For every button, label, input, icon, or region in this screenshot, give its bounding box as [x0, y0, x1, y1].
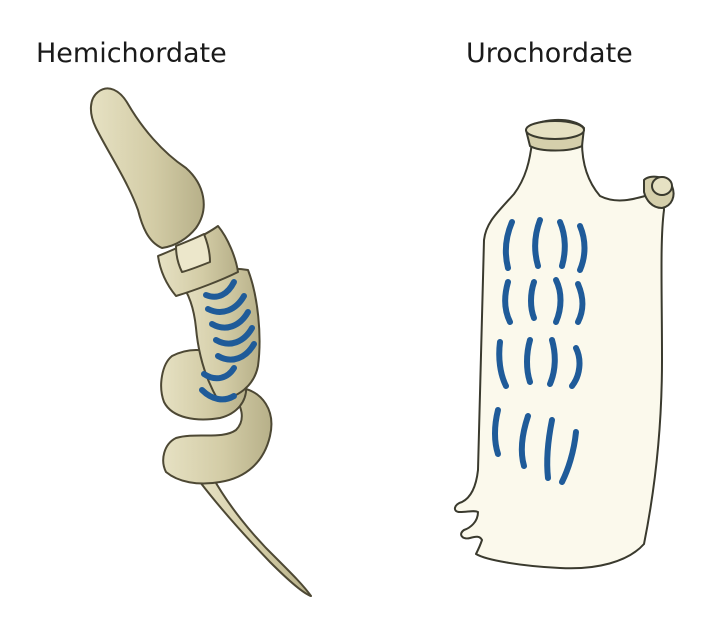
hemichordate-lower-coil	[162, 387, 273, 485]
uro-gill-slit	[528, 279, 537, 321]
hemichordate-figure	[90, 87, 312, 597]
uro-gill-slit	[502, 279, 513, 325]
hemichordate-collar-band	[175, 233, 211, 273]
hemichordate-gill-slits	[199, 279, 257, 403]
hemichordate-tail	[199, 475, 312, 597]
hemi-gill-slit	[215, 341, 257, 363]
urochordate-gill-slits	[492, 217, 588, 485]
uro-gill-slit	[544, 417, 555, 481]
urochordate-oral-siphon-rim	[525, 120, 585, 140]
hemi-gill-slit	[209, 309, 251, 331]
uro-gill-slit	[575, 281, 586, 325]
uro-gill-slit	[524, 337, 533, 385]
uro-gill-slit	[502, 219, 515, 271]
uro-gill-slit	[492, 407, 501, 457]
urochordate-figure	[454, 118, 675, 570]
uro-gill-slit	[553, 277, 564, 325]
hemichordate-label: Hemichordate	[36, 38, 227, 69]
uro-gill-slit	[518, 413, 531, 469]
hemichordate-proboscis	[90, 87, 205, 249]
hemi-gill-slit	[199, 387, 237, 403]
hemi-gill-slit	[203, 279, 237, 300]
uro-gill-slit	[547, 337, 558, 387]
uro-gill-slit	[577, 223, 588, 273]
urochordate-label: Urochordate	[466, 38, 633, 69]
hemi-gill-slit	[201, 365, 237, 382]
uro-gill-slit	[496, 339, 509, 389]
urochordate-body	[454, 141, 665, 570]
uro-gill-slit	[559, 429, 579, 485]
urochordate-atrial-siphon-rim	[651, 176, 673, 196]
uro-gill-slit	[569, 345, 583, 389]
hemi-gill-slit	[205, 293, 247, 315]
uro-gill-slit	[532, 217, 543, 269]
uro-gill-slit	[557, 219, 568, 269]
hemi-gill-slit	[213, 325, 255, 347]
